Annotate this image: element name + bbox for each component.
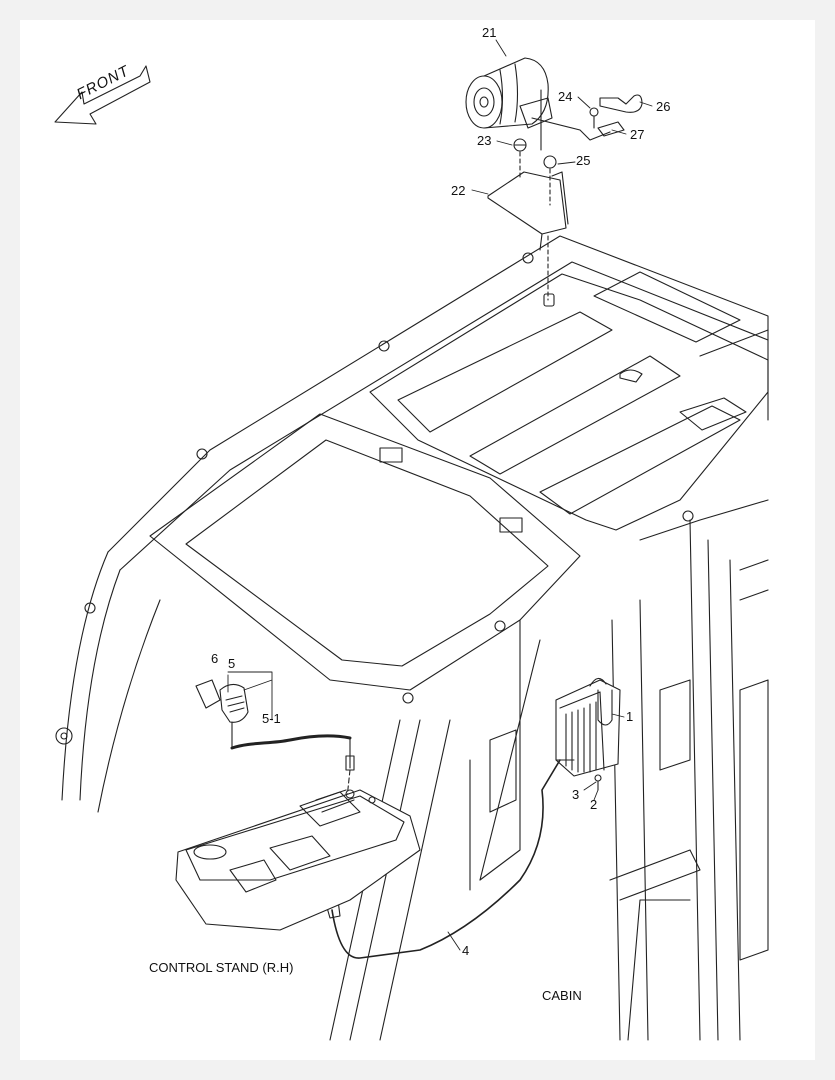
cabin-frame (55, 499, 769, 1041)
callout-2: 2 (590, 797, 598, 812)
cabin-caption: CABIN (542, 988, 582, 1003)
callout-23: 23 (477, 133, 492, 148)
callout-24: 24 (558, 89, 573, 104)
radio-unit (555, 677, 621, 791)
callout-4: 4 (462, 943, 470, 958)
mounting-plate (487, 89, 569, 307)
microphone-handset (195, 679, 355, 901)
cabin-roof (84, 235, 769, 704)
control-stand (175, 789, 421, 931)
callout-27: 27 (630, 127, 645, 142)
control-stand-caption: CONTROL STAND (R.H) (149, 960, 294, 975)
callout-21: 21 (482, 25, 497, 40)
callout-5-1: 5-1 (262, 711, 281, 726)
speaker-bracket-parts (531, 94, 643, 141)
front-direction-arrow (54, 65, 151, 125)
callout-26: 26 (656, 99, 671, 114)
callout-leaders (227, 39, 653, 951)
callout-22: 22 (451, 183, 466, 198)
callout-3: 3 (572, 787, 580, 802)
callout-5: 5 (228, 656, 236, 671)
callout-6: 6 (211, 651, 219, 666)
speaker-assembly (465, 57, 553, 129)
callout-25: 25 (576, 153, 591, 168)
callout-1: 1 (626, 709, 634, 724)
